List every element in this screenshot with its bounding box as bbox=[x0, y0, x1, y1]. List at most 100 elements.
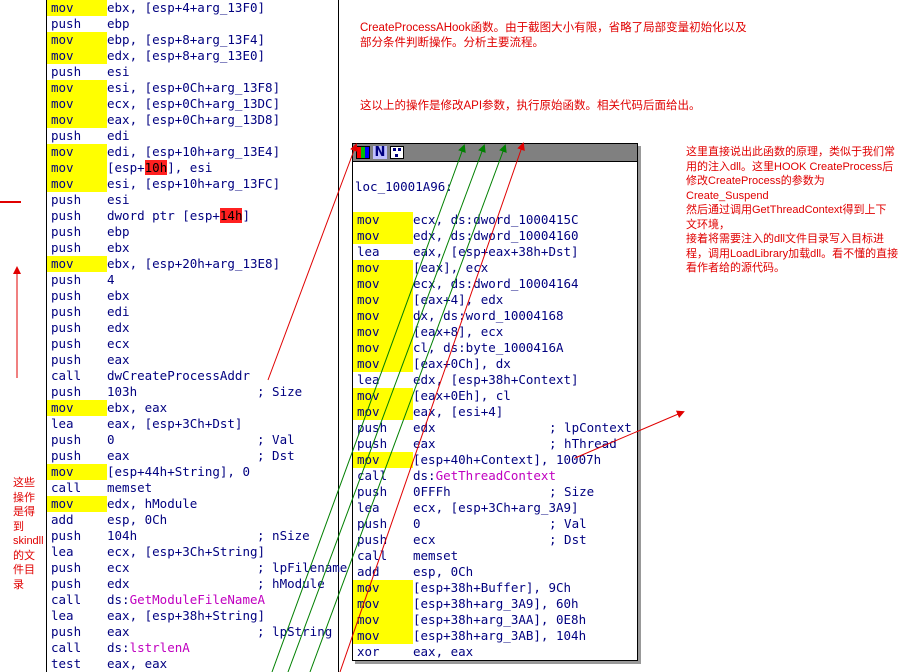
mnemonic: push bbox=[357, 436, 388, 451]
code-line[interactable]: mov[esp+38h+arg_3A9], 60h bbox=[353, 596, 579, 612]
operands: [esp+38h+arg_3A9], 60h bbox=[413, 596, 579, 611]
import-function-name[interactable]: GetModuleFileNameA bbox=[129, 592, 266, 607]
highlighted-offset: 14h bbox=[219, 208, 243, 223]
mnemonic: push bbox=[51, 224, 82, 239]
graph-view-icon[interactable] bbox=[390, 146, 404, 159]
code-line[interactable]: mov[esp+38h+arg_3AA], 0E8h bbox=[353, 612, 586, 628]
import-function-name[interactable]: GetThreadContext bbox=[435, 468, 556, 483]
code-line[interactable]: push ecx bbox=[47, 560, 130, 576]
node-title-bar[interactable]: N bbox=[353, 144, 637, 162]
code-line[interactable]: mov[esp+10h], esi bbox=[47, 160, 212, 176]
mnemonic: mov bbox=[47, 48, 107, 64]
mnemonic: mov bbox=[47, 96, 107, 112]
code-line[interactable]: mov[eax], ecx bbox=[353, 260, 488, 276]
green-arrow-c bbox=[309, 144, 507, 672]
mnemonic: lea bbox=[357, 500, 380, 515]
operands: ebp, [esp+8+arg_13F4] bbox=[107, 32, 266, 47]
operands: [esp+38h+arg_3AB], 104h bbox=[413, 628, 587, 643]
import-function-name[interactable]: lstrlenA bbox=[129, 640, 190, 655]
code-comment: ; Size bbox=[549, 484, 595, 499]
color-grid-icon[interactable] bbox=[356, 146, 370, 159]
mnemonic: push bbox=[51, 240, 82, 255]
operands: 103h bbox=[107, 384, 138, 399]
mnemonic: mov bbox=[353, 292, 413, 308]
operands: [eax], ecx bbox=[413, 260, 489, 275]
operands: eax bbox=[107, 448, 130, 463]
code-line[interactable]: mov[esp+40h+Context], 10007h bbox=[353, 452, 601, 468]
code-line[interactable]: mov[eax+0Ch], dx bbox=[353, 356, 511, 372]
code-line[interactable]: mov[esp+38h+arg_3AB], 104h bbox=[353, 628, 586, 644]
mnemonic: mov bbox=[353, 612, 413, 628]
code-line[interactable]: push dword ptr [esp+14h] bbox=[47, 208, 250, 224]
node-type-icon[interactable]: N bbox=[373, 145, 387, 160]
code-comment: ; lpString bbox=[257, 624, 333, 639]
mnemonic: mov bbox=[47, 496, 107, 512]
mnemonic: push bbox=[51, 64, 82, 79]
mnemonic: push bbox=[51, 560, 82, 575]
mnemonic: mov bbox=[353, 356, 413, 372]
operands: dword ptr [esp+14h] bbox=[107, 208, 250, 223]
code-line[interactable]: mov[esp+44h+String], 0 bbox=[47, 464, 250, 480]
operands: ecx bbox=[107, 560, 130, 575]
mnemonic: lea bbox=[51, 544, 74, 559]
mnemonic: push bbox=[51, 208, 82, 223]
mnemonic: mov bbox=[47, 112, 107, 128]
